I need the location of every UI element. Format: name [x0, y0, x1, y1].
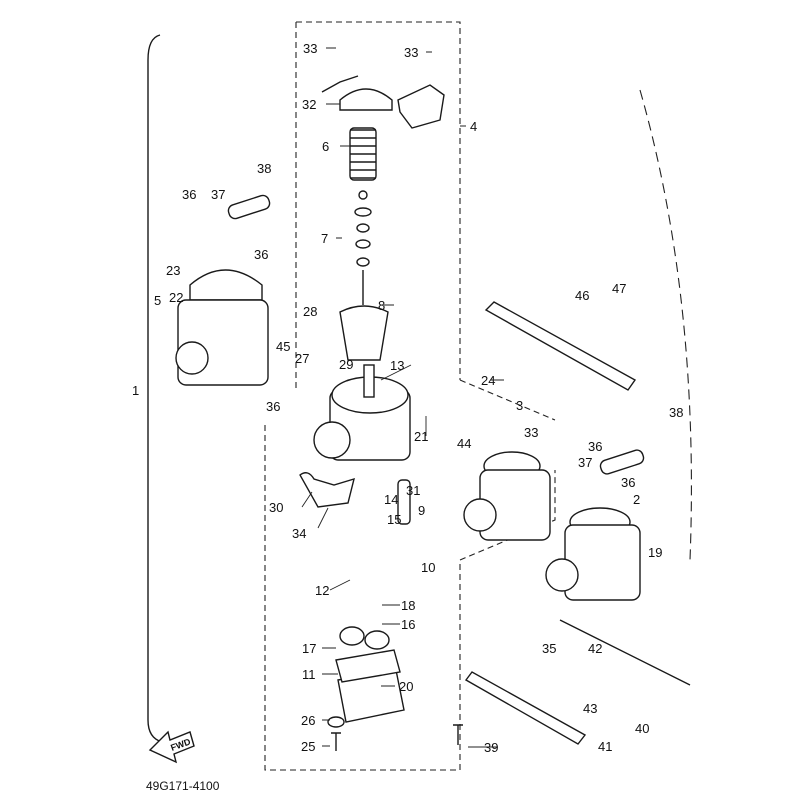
part-label: 4 [470, 119, 477, 134]
part-label: 34 [292, 526, 306, 541]
part-label: 13 [390, 358, 404, 373]
part-label: 20 [399, 679, 413, 694]
part-label: 6 [322, 139, 329, 154]
part-label: 26 [301, 713, 315, 728]
part-label: 3 [516, 398, 523, 413]
part-label: 38 [669, 405, 683, 420]
screw-39 [453, 724, 463, 745]
part-label: 9 [418, 503, 425, 518]
carburetor-body-right-1 [463, 451, 551, 541]
part-label: 36 [254, 247, 268, 262]
part-label: 18 [401, 598, 415, 613]
part-label: 36 [588, 439, 602, 454]
group-link [459, 379, 556, 421]
part-labels: 33 33 32 4 6 7 8 38 36 37 36 23 5 22 28 … [132, 41, 683, 755]
carburetor-body-right-2 [545, 507, 641, 601]
part-label: 43 [583, 701, 597, 716]
part-label: 45 [276, 339, 290, 354]
outline-curve [639, 89, 692, 561]
part-label: 33 [404, 45, 418, 60]
hose-right [599, 449, 645, 475]
piston-diaphragm [339, 305, 389, 361]
part-label: 30 [269, 500, 283, 515]
pilot-screw [397, 479, 411, 525]
top-rail [484, 301, 637, 391]
part-label: 36 [266, 399, 280, 414]
part-label: 40 [635, 721, 649, 736]
part-label: 27 [295, 351, 309, 366]
part-label: 42 [588, 641, 602, 656]
screw [331, 732, 341, 751]
part-label: 37 [578, 455, 592, 470]
part-label: 21 [414, 429, 428, 444]
part-label: 47 [612, 281, 626, 296]
part-label: 17 [302, 641, 316, 656]
part-label: 8 [378, 298, 385, 313]
lower-group-box [264, 425, 556, 771]
part-label: 15 [387, 512, 401, 527]
part-label: 22 [169, 290, 183, 305]
part-label: 10 [421, 560, 435, 575]
bracket [397, 84, 445, 129]
float-bowl [335, 626, 405, 723]
part-label: 33 [524, 425, 538, 440]
part-label: 5 [154, 293, 161, 308]
part-label: 28 [303, 304, 317, 319]
fwd-arrow-icon: FWD [148, 730, 195, 764]
part-label: 14 [384, 492, 398, 507]
bottom-rail [464, 671, 587, 745]
part-label: 23 [166, 263, 180, 278]
part-label: 35 [542, 641, 556, 656]
leader-lines [301, 47, 504, 748]
carburetor-body-center [313, 364, 411, 461]
part-label: 36 [621, 475, 635, 490]
part-label: 12 [315, 583, 329, 598]
part-label: 11 [302, 667, 316, 682]
part-label: 44 [457, 436, 471, 451]
part-label: 29 [339, 357, 353, 372]
throttle-shaft [559, 619, 691, 686]
needle-parts [354, 190, 372, 305]
part-label: 24 [481, 373, 495, 388]
part-label: 2 [633, 492, 640, 507]
part-label: 41 [598, 739, 612, 754]
upper-group-box [296, 21, 461, 380]
link-lever [299, 472, 355, 508]
part-label: 38 [257, 161, 271, 176]
part-label: 7 [321, 231, 328, 246]
part-label: 39 [484, 740, 498, 755]
assembly-bracket [147, 34, 163, 743]
part-label: 36 [182, 187, 196, 202]
part-label: 37 [211, 187, 225, 202]
diaphragm-cover [339, 88, 393, 111]
part-label: 33 [303, 41, 317, 56]
spring [349, 127, 377, 181]
hose [227, 194, 271, 220]
part-label: 32 [302, 97, 316, 112]
part-label: 31 [406, 483, 420, 498]
drain-plug [327, 716, 345, 728]
carburetor-body-left [175, 269, 269, 386]
part-label: 19 [648, 545, 662, 560]
part-label: 46 [575, 288, 589, 303]
drawing-code: 49G171-4100 [146, 779, 220, 793]
part-label: 16 [401, 617, 415, 632]
cable-holder [321, 75, 359, 93]
part-label: 1 [132, 383, 139, 398]
part-label: 25 [301, 739, 315, 754]
